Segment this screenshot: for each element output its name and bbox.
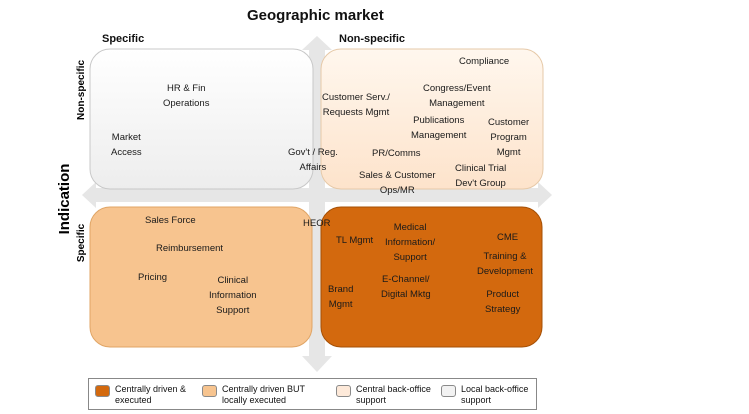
item-pricing: Pricing <box>138 272 168 283</box>
quadrant-local-back-office <box>89 48 314 190</box>
item-e-channel: E-Channel/ Digital Mktg <box>381 274 431 300</box>
item-compliance: Compliance <box>459 56 510 67</box>
page-title: Geographic market <box>247 7 384 24</box>
item-heor: HEOR <box>303 218 331 229</box>
horizontal-arrow-shaft <box>94 188 538 202</box>
item-congress-event: Congress/Event Management <box>423 83 491 109</box>
quadrant-central-back-office <box>320 48 544 190</box>
legend-swatch <box>336 385 351 397</box>
item-publications: Publications Management <box>411 115 467 141</box>
legend-label: Local back-office support <box>461 384 529 405</box>
column-header-left: Specific <box>102 33 145 45</box>
legend-swatch <box>95 385 110 397</box>
legend-swatch <box>202 385 217 397</box>
quadrant-centrally-driven-locally-executed <box>89 206 313 348</box>
item-cme: CME <box>497 232 519 243</box>
item-sales-customer-ops: Sales & Customer Ops/MR <box>359 170 436 196</box>
item-medical-information: Medical Information/ Support <box>385 222 436 263</box>
legend-label: Central back-office support <box>356 384 431 405</box>
legend-item: Centrally driven BUT locally executed <box>202 384 305 406</box>
column-header-right: Non-specific <box>339 33 406 45</box>
legend-swatch <box>441 385 456 397</box>
row-header-bottom: Specific <box>76 223 87 262</box>
vertical-arrow-head-up <box>302 36 332 50</box>
item-govt-reg-affairs: Gov't / Reg. Affairs <box>288 147 338 173</box>
item-pr-comms: PR/Comms <box>372 148 421 159</box>
item-customer-program: Customer Program Mgmt <box>488 117 530 158</box>
item-training-development: Training & Development <box>477 251 533 277</box>
legend-label: Centrally driven & executed <box>115 384 187 405</box>
legend: Centrally driven & executed Centrally dr… <box>88 378 537 410</box>
legend-item: Centrally driven & executed <box>95 384 186 406</box>
legend-item: Local back-office support <box>441 384 528 406</box>
item-brand-mgmt: Brand Mgmt <box>328 284 354 310</box>
legend-item: Central back-office support <box>336 384 431 406</box>
horizontal-arrow-head-right <box>538 182 552 208</box>
horizontal-arrow-head-left <box>82 182 96 208</box>
item-tl-mgmt: TL Mgmt <box>336 235 374 246</box>
item-product-strategy: Product Strategy <box>485 289 521 315</box>
item-hr-fin-operations: HR & Fin Operations <box>163 83 210 109</box>
quadrant-centrally-driven-executed <box>320 206 543 348</box>
y-axis-title: Indication <box>56 164 73 235</box>
item-reimbursement: Reimbursement <box>156 243 224 254</box>
item-clinical-information: Clinical Information Support <box>209 275 257 316</box>
item-sales-force: Sales Force <box>145 215 196 226</box>
legend-label: Centrally driven BUT locally executed <box>222 384 306 405</box>
item-clinical-trial: Clinical Trial Dev't Group <box>455 163 507 189</box>
row-header-top: Non-specific <box>76 60 87 120</box>
item-customer-serv: Customer Serv./ Requests Mgmt <box>322 92 390 118</box>
item-market-access: Market Access <box>111 132 142 158</box>
vertical-arrow-head-down <box>302 356 332 372</box>
